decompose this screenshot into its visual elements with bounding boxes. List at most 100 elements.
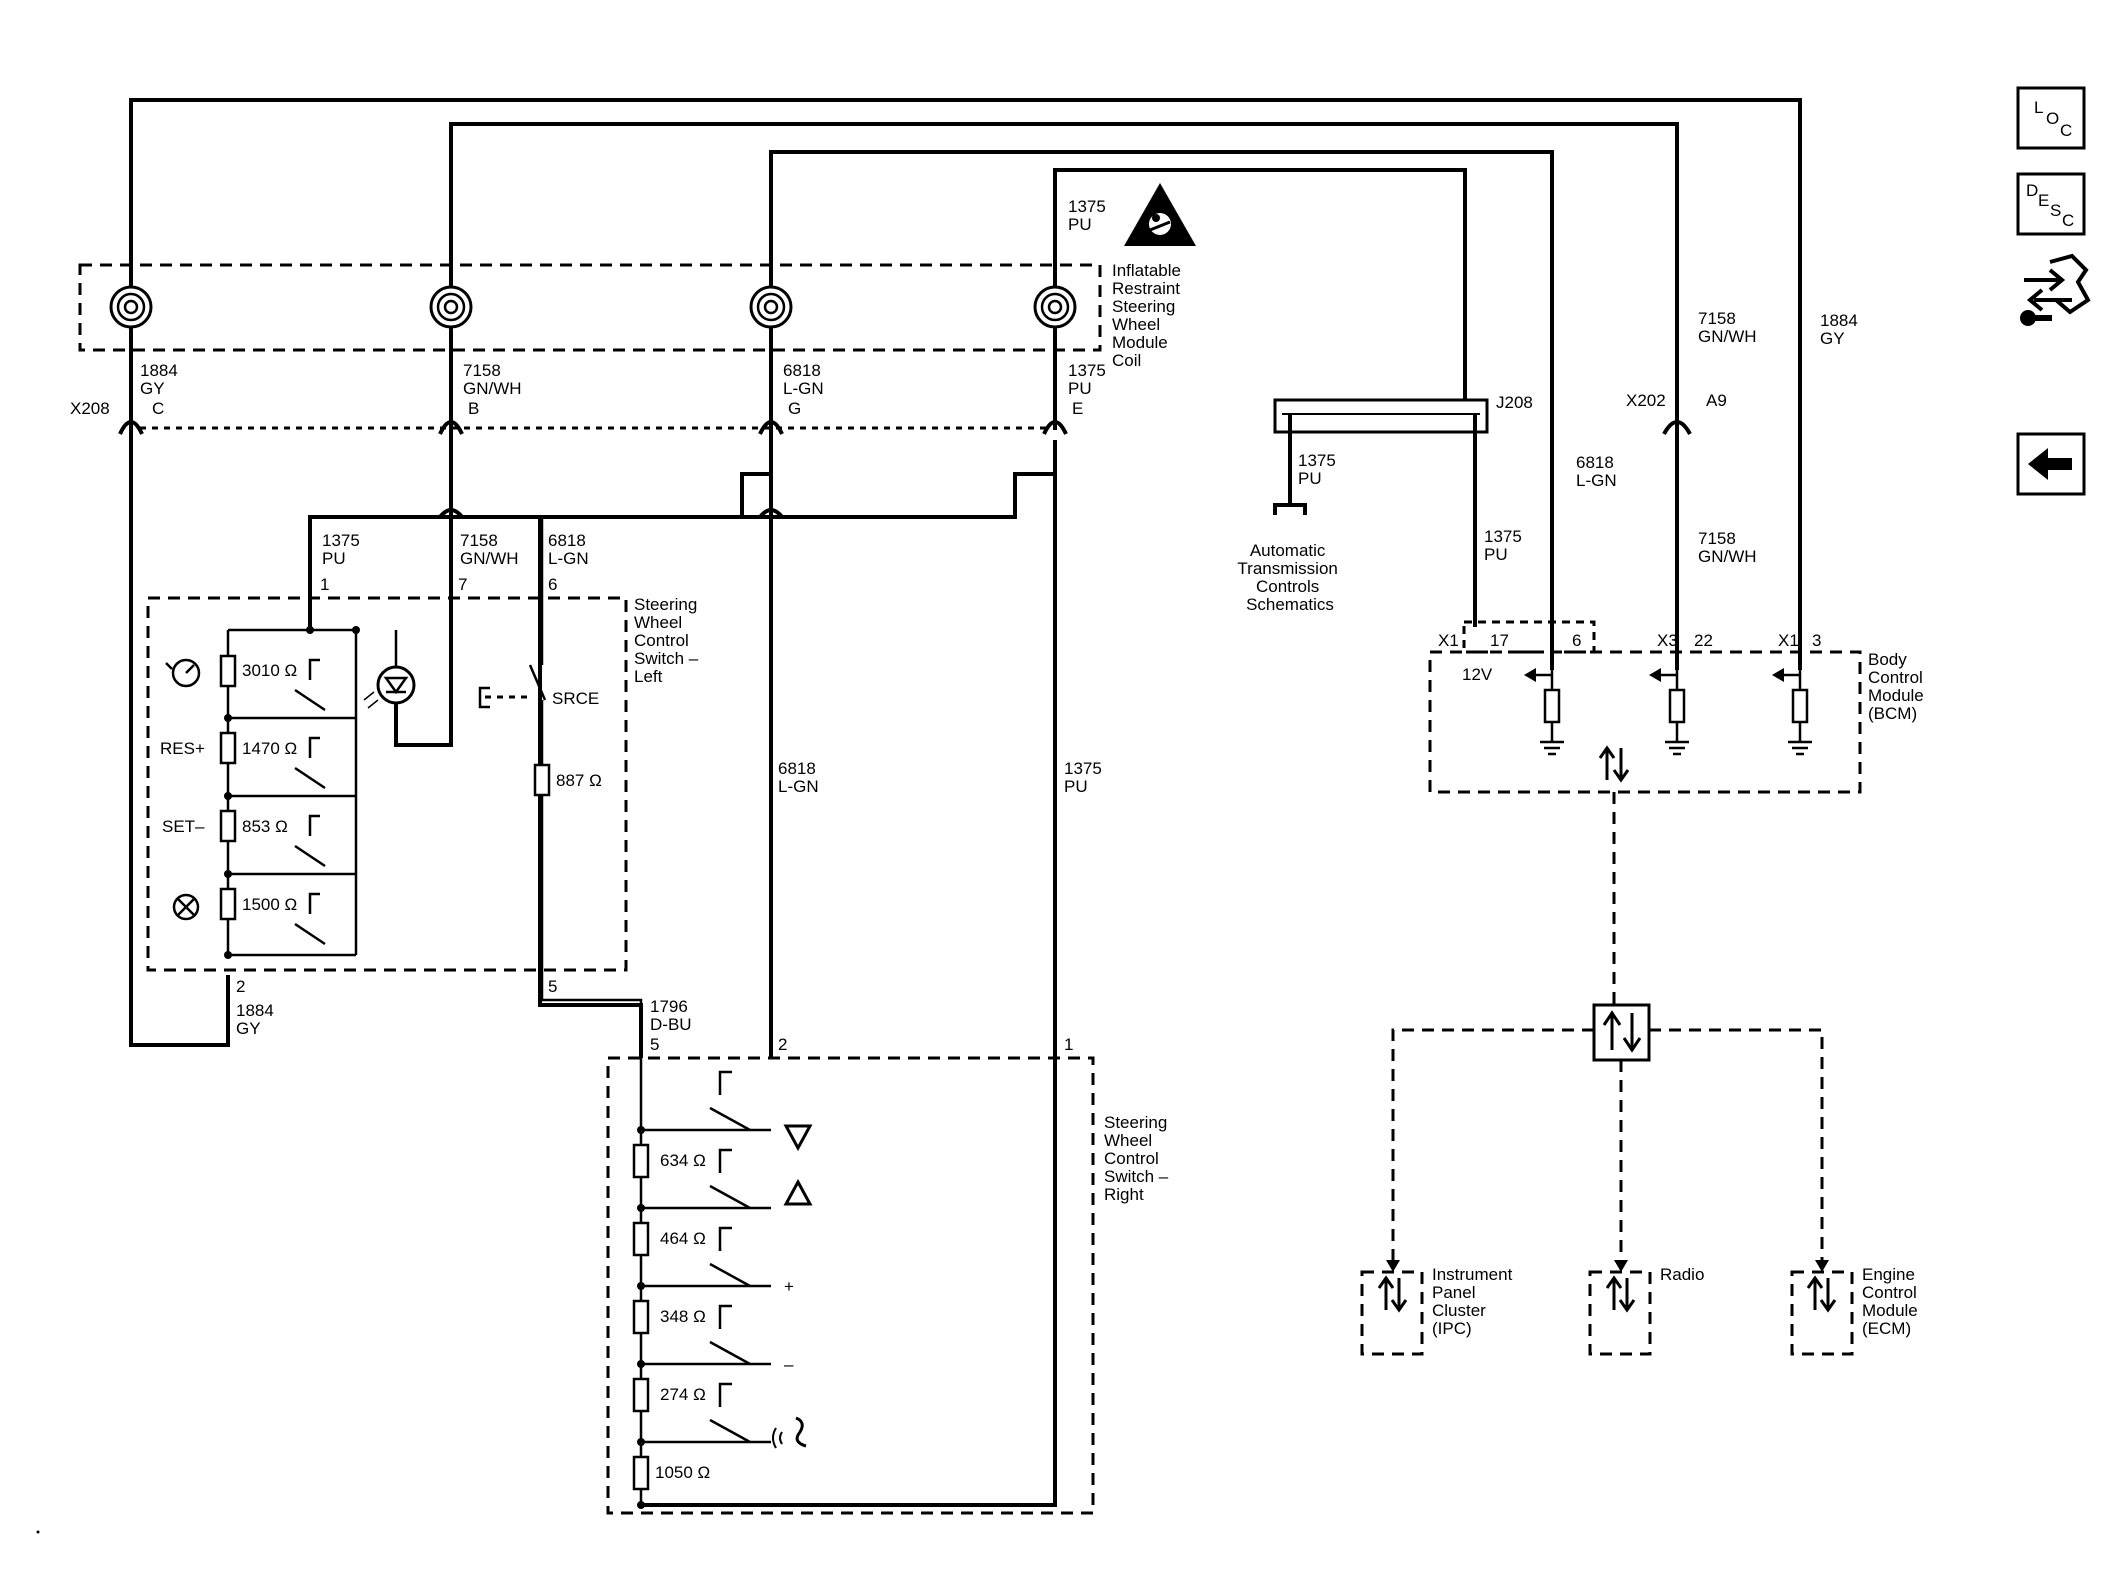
- wire-label-g: 6818 L-GN: [783, 361, 826, 398]
- res-887: 887 Ω: [556, 771, 602, 790]
- label-7158-right-bottom: 7158 GN/WH: [1698, 529, 1757, 566]
- switch-right-pin-2: 2: [778, 1035, 787, 1054]
- res-634: 634 Ω: [660, 1151, 706, 1170]
- switch-left-pin-1: 1: [320, 575, 329, 594]
- bus-label-7158: 7158 GN/WH: [460, 531, 519, 568]
- j208-wire-label: 1375: [1298, 451, 1336, 470]
- label-srce: SRCE: [552, 689, 599, 708]
- label-7158-right-top: 7158 GN/WH: [1698, 309, 1757, 346]
- switch-right-title: Steering Wheel Control Switch – Right: [1104, 1113, 1173, 1204]
- stray-dot: [36, 1530, 40, 1534]
- res-274: 274 Ω: [660, 1385, 706, 1404]
- label-minus: –: [784, 1355, 794, 1374]
- connector-wrench-icon: [2020, 253, 2091, 326]
- mid-label-1375: 1375 PU: [1064, 759, 1107, 796]
- back-arrow-icon: [2028, 448, 2072, 480]
- module-ecm: Engine Control Module (ECM): [1862, 1265, 1923, 1338]
- cruise-speed-icon: [165, 658, 201, 688]
- svg-text:C: C: [2060, 121, 2072, 140]
- svg-text:17: 17: [1490, 631, 1509, 650]
- svg-text:X208: X208: [70, 399, 110, 418]
- bus-label-1375: 1375 PU: [322, 531, 365, 568]
- wire-label-e: 1375 PU: [1068, 361, 1111, 398]
- wire-label-top-e: 1375 PU: [1068, 197, 1111, 234]
- switch-left-pin-2: 2: [236, 977, 245, 996]
- label-1796: 1796 D-BU: [650, 997, 693, 1034]
- res-464: 464 Ω: [660, 1229, 706, 1248]
- coil-g: [749, 285, 793, 329]
- loc-button[interactable]: L O C: [2016, 86, 2086, 150]
- coil-e: [1033, 285, 1077, 329]
- label-res-plus: RES+: [160, 739, 205, 758]
- connector-x208: X208 C B G E: [70, 399, 1083, 435]
- connector-view-button[interactable]: [2020, 253, 2091, 326]
- switch-right-pin-5: 5: [650, 1035, 659, 1054]
- label-1884-right: 1884 GY: [1820, 311, 1863, 348]
- svg-text:E: E: [2038, 191, 2049, 210]
- switch-left-pin-7: 7: [458, 575, 467, 594]
- voice-command-icon: [772, 1416, 807, 1449]
- res-1500: 1500 Ω: [242, 895, 297, 914]
- svg-text:E: E: [1072, 399, 1083, 418]
- svg-text:J208: J208: [1496, 393, 1533, 412]
- res-348: 348 Ω: [660, 1307, 706, 1326]
- led-indicator-icon: [363, 630, 416, 709]
- bcm-1375-label: 1375: [1484, 527, 1522, 546]
- mid-label-6818: 6818 L-GN: [778, 759, 821, 796]
- switch-left-title: Steering Wheel Control Switch – Left: [634, 595, 703, 686]
- svg-text:22: 22: [1694, 631, 1713, 650]
- wire-label-b: 7158 GN/WH: [463, 361, 522, 398]
- connector-x202: X202 A9: [1626, 391, 1727, 436]
- radio-data-icon: [1605, 1275, 1636, 1313]
- svg-text:C: C: [152, 399, 164, 418]
- switch-right-pin-1: 1: [1064, 1035, 1073, 1054]
- svg-text:PU: PU: [1484, 545, 1508, 564]
- label-1884-bottom: 1884 GY: [236, 1001, 279, 1038]
- bcm-title: Body Control Module (BCM): [1868, 650, 1929, 723]
- top-wires: [129, 98, 1802, 1045]
- body-control-module: X1 17 6 X3 22 X1 3 12V: [1428, 620, 1862, 794]
- atc-schematics-link[interactable]: Automatic Transmission Controls Schemati…: [1237, 541, 1342, 614]
- ecm-data-icon: [1806, 1275, 1837, 1313]
- svg-text:6: 6: [1572, 631, 1581, 650]
- svg-text:X1: X1: [1778, 631, 1799, 650]
- svg-text:O: O: [2046, 109, 2059, 128]
- volume-down-icon: [783, 1124, 813, 1152]
- desc-icon: D E S C: [2026, 181, 2074, 230]
- serial-data-icon: [1598, 745, 1630, 783]
- bus-label-6818: 6818 L-GN: [548, 531, 591, 568]
- module-radio: Radio: [1660, 1265, 1704, 1284]
- svg-text:X3: X3: [1657, 631, 1678, 650]
- cruise-cancel-icon: [172, 893, 200, 921]
- label-plus: +: [784, 1277, 794, 1296]
- wire-crossings: [438, 508, 784, 519]
- steering-wheel-switch-right: 5 2 1 634 Ω 464 Ω 348 Ω 274 Ω 1050: [606, 1035, 1095, 1515]
- res-1470: 1470 Ω: [242, 739, 297, 758]
- svg-text:C: C: [2062, 211, 2074, 230]
- back-button[interactable]: [2016, 432, 2086, 496]
- svg-text:X1: X1: [1438, 631, 1459, 650]
- svg-text:S: S: [2050, 201, 2061, 220]
- svg-text:G: G: [788, 399, 801, 418]
- svg-text:PU: PU: [1298, 469, 1322, 488]
- steering-wheel-switch-left: 1 7 6 2 5 3010 Ω 1470 Ω 853 Ω 1500 Ω: [146, 517, 643, 1058]
- volume-up-icon: [783, 1178, 813, 1206]
- res-1050: 1050 Ω: [655, 1463, 710, 1482]
- coil-label: Inflatable Restraint Steering Wheel Modu…: [1112, 261, 1186, 370]
- switch-left-pin-6: 6: [548, 575, 557, 594]
- clockspring-coil: [78, 263, 1102, 352]
- serial-data-network: [1360, 792, 1854, 1356]
- svg-text:L: L: [2034, 98, 2043, 117]
- switch-left-pin-5: 5: [548, 977, 557, 996]
- coil-b: [429, 285, 473, 329]
- desc-button[interactable]: D E S C: [2016, 172, 2086, 236]
- svg-text:D: D: [2026, 181, 2038, 200]
- splice-j208: J208 1375 PU 1375 PU: [1273, 393, 1533, 627]
- loc-icon: L O C: [2034, 98, 2072, 140]
- res-853: 853 Ω: [242, 817, 288, 836]
- ipc-data-icon: [1377, 1275, 1408, 1313]
- svg-text:B: B: [468, 399, 479, 418]
- label-set-minus: SET–: [162, 817, 205, 836]
- module-ipc: Instrument Panel Cluster (IPC): [1432, 1265, 1517, 1338]
- res-3010: 3010 Ω: [242, 661, 297, 680]
